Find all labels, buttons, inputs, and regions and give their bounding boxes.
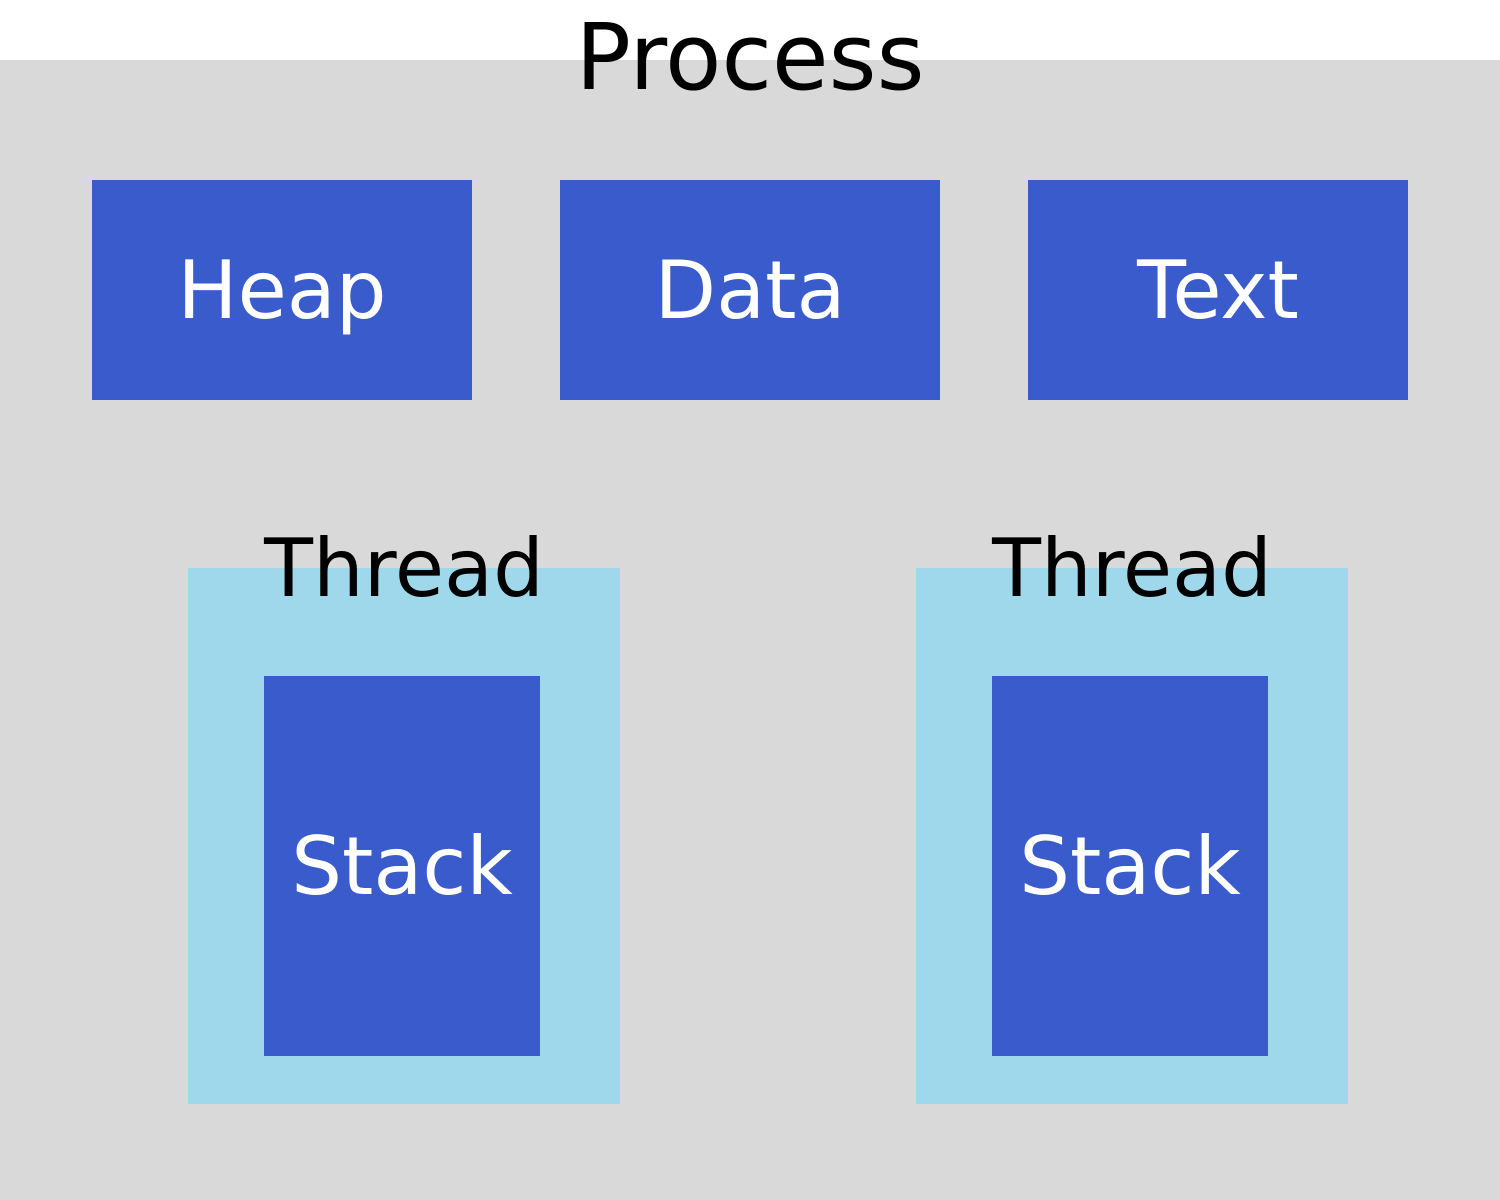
data-label: Data (654, 243, 846, 337)
data-segment: Data (560, 180, 940, 400)
text-segment: Text (1028, 180, 1408, 400)
thread-box-2: Stack (916, 568, 1348, 1104)
thread-box-1: Stack (188, 568, 620, 1104)
thread-label-1: Thread (264, 522, 544, 615)
stack-box-1: Stack (264, 676, 540, 1056)
stack-label-1: Stack (291, 819, 513, 913)
stack-label-2: Stack (1019, 819, 1241, 913)
text-label: Text (1137, 243, 1299, 337)
heap-label: Heap (177, 243, 387, 337)
stack-box-2: Stack (992, 676, 1268, 1056)
heap-segment: Heap (92, 180, 472, 400)
process-title: Process (575, 4, 925, 111)
thread-label-2: Thread (992, 522, 1272, 615)
